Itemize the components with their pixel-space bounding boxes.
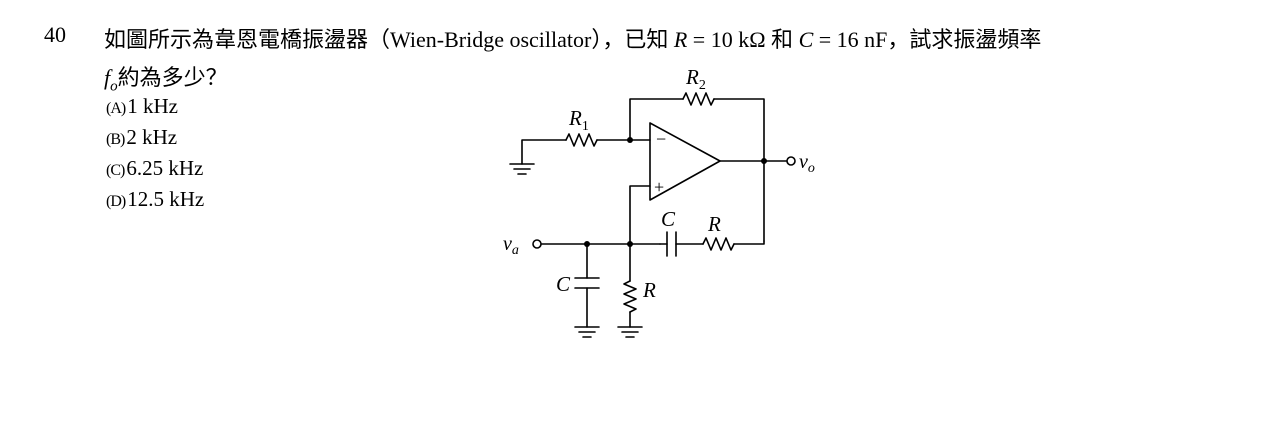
option-letter: (C) (106, 162, 125, 179)
output-terminal (786, 156, 796, 166)
resistor-r-shunt (623, 280, 637, 313)
option-text: 2 kHz (126, 125, 178, 149)
resistor-r1 (565, 133, 598, 147)
op-amp-minus-sign: − (656, 129, 666, 149)
junction-dot (627, 137, 633, 143)
stem-text-2: = 10 kΩ 和 (687, 27, 799, 52)
option-letter: (B) (106, 131, 125, 148)
stem-var-r: R (673, 27, 688, 52)
wire-r2-feedback (629, 98, 684, 141)
label-c-series: C (661, 207, 676, 231)
option-b[interactable]: (B)2 kHz (106, 123, 204, 154)
label-r2: R2 (685, 65, 706, 93)
label-c-shunt: C (556, 272, 571, 296)
op-amp-plus-sign: + (654, 177, 664, 197)
answer-options: (A)1 kHz (B)2 kHz (C)6.25 kHz (D)12.5 kH… (106, 92, 204, 216)
question-number: 40 (44, 22, 66, 47)
stem-var-f: f (104, 65, 111, 90)
option-letter: (A) (106, 100, 126, 117)
resistor-r-series (702, 237, 735, 251)
junction-dot (584, 241, 590, 247)
option-d[interactable]: (D)12.5 kHz (106, 185, 204, 216)
wire-series-return (733, 240, 765, 245)
junction-dot (627, 241, 633, 247)
question-stem: 如圖所示為韋恩電橋振盪器（Wien-Bridge oscillator），已知 … (104, 22, 1041, 54)
capacitor-c-shunt (574, 277, 600, 289)
stem-text-4: 約為多少？ (117, 65, 228, 90)
option-c[interactable]: (C)6.25 kHz (106, 154, 204, 185)
wire-r2-output (713, 98, 765, 242)
question-stem-line-2: fo約為多少？ (104, 60, 228, 95)
ground-icon (509, 163, 535, 175)
ground-icon (617, 326, 643, 338)
label-r1: R1 (568, 106, 589, 134)
op-amp-symbol (649, 122, 721, 201)
option-letter: (D) (106, 193, 126, 210)
stem-sub-o: o (110, 78, 118, 95)
stem-var-c: C (798, 27, 814, 52)
ground-icon (574, 326, 600, 338)
label-vo: vo (799, 151, 815, 176)
input-terminal (532, 239, 542, 249)
stem-text-3: = 16 nF，試求振盪頻率 (813, 27, 1042, 52)
wire-r1-left (521, 139, 567, 165)
label-r-series: R (707, 212, 721, 236)
stem-text-1: 如圖所示為韋恩電橋振盪器（Wien-Bridge oscillator），已知 (104, 27, 674, 52)
option-a[interactable]: (A)1 kHz (106, 92, 204, 123)
capacitor-c-series (666, 231, 677, 257)
option-text: 6.25 kHz (126, 156, 204, 180)
option-text: 12.5 kHz (127, 187, 205, 211)
option-text: 1 kHz (127, 94, 178, 118)
label-va: va (503, 233, 519, 258)
wire-non-inverting-input (629, 185, 651, 282)
label-r-shunt: R (642, 278, 656, 302)
resistor-r2 (682, 92, 715, 106)
junction-dot (761, 158, 767, 164)
